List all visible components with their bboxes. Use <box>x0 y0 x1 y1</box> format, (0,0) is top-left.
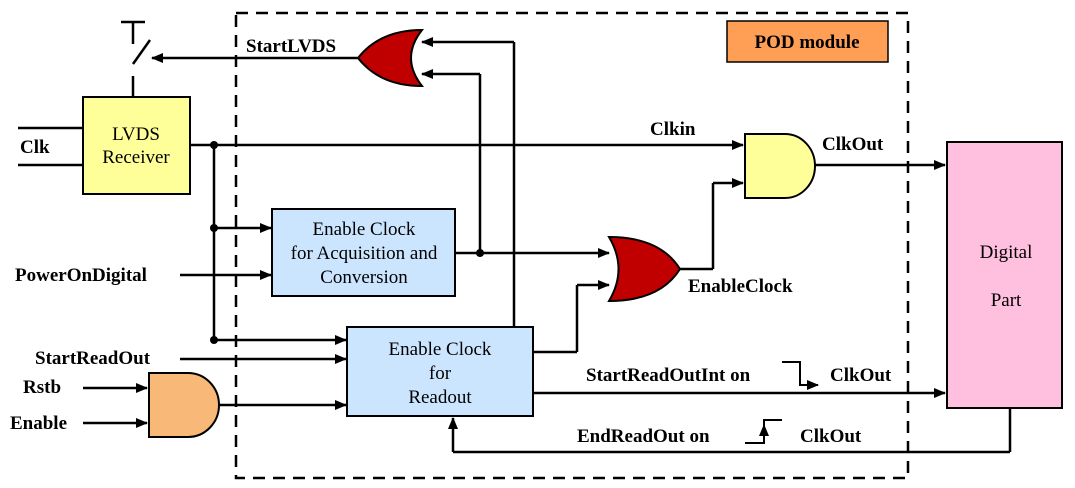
and-gate-clkout <box>744 133 816 199</box>
digital-part-label-line1: Digital <box>980 242 1033 263</box>
signal-power-on-digital: PowerOnDigital <box>15 265 147 286</box>
signal-start-readout-int-on: StartReadOutInt on <box>586 365 751 386</box>
enable-clock-acquisition-label-line3: Conversion <box>320 267 408 288</box>
signal-rstb: Rstb <box>23 377 61 398</box>
signal-end-readout-clkout: ClkOut <box>800 426 862 447</box>
pod-module-label: POD module <box>754 32 859 53</box>
enable-clock-readout-label-line1: Enable Clock <box>389 339 492 360</box>
enable-clock-readout-block <box>346 326 534 417</box>
lvds-receiver-block <box>82 96 191 195</box>
signal-start-readout-int-clkout: ClkOut <box>830 365 892 386</box>
junction-dot <box>476 249 484 257</box>
enable-clock-readout-label-line3: Readout <box>408 387 472 408</box>
junction-dot <box>210 141 218 149</box>
junction-dot <box>210 336 218 344</box>
signal-clk: Clk <box>20 137 50 158</box>
lvds-receiver-label-line2: Receiver <box>102 147 170 168</box>
junction-dot <box>210 224 218 232</box>
lvds-receiver-label-line1: LVDS <box>112 124 160 145</box>
falling-edge-symbol <box>782 361 819 390</box>
signal-clkout: ClkOut <box>822 134 884 155</box>
signal-enable: Enable <box>10 413 67 434</box>
pod-module-boundary <box>234 11 910 480</box>
and-gate-rstb-enable <box>148 372 220 438</box>
enable-clock-acquisition-label-line2: for Acquisition and <box>291 243 438 264</box>
or-gate-start-lvds <box>356 28 425 88</box>
or-gate-enable-clock <box>607 235 682 303</box>
signal-start-readout: StartReadOut <box>35 348 151 369</box>
digital-part-block <box>946 141 1063 409</box>
signal-end-readout-on: EndReadOut on <box>577 426 710 447</box>
signal-start-lvds: StartLVDS <box>246 36 336 57</box>
signal-clkin: Clkin <box>650 119 696 140</box>
pod-module-label-box <box>726 20 889 63</box>
enable-clock-acquisition-block <box>271 208 456 297</box>
digital-part-label-line2: Part <box>991 290 1022 311</box>
enable-clock-readout-label-line2: for <box>429 363 452 384</box>
enable-clock-acquisition-label-line1: Enable Clock <box>313 219 416 240</box>
signal-enable-clock: EnableClock <box>688 276 793 297</box>
